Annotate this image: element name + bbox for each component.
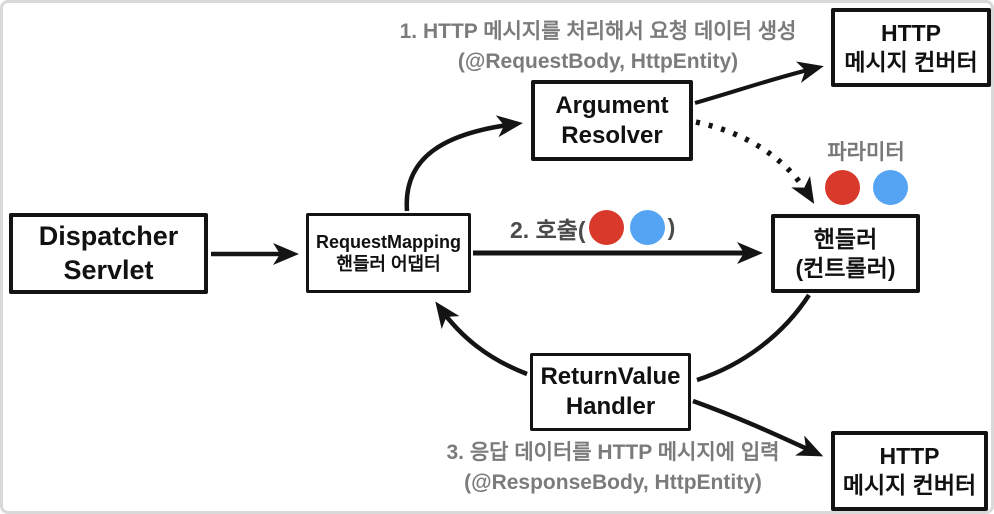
http-converter-bottom-line1: HTTP (879, 443, 940, 470)
blue-parameter-dot-icon (629, 210, 665, 245)
step2-call-suffix: ) (667, 214, 676, 240)
argument-resolver-line1: Argument (555, 91, 669, 119)
handler-box: 핸들러 (컨트롤러) (771, 214, 920, 293)
step2-call-prefix: 2. 호출( (510, 216, 586, 243)
http-converter-top-line2: 메시지 컨버터 (844, 48, 978, 75)
parameter-label: 파라미터 (827, 141, 905, 164)
dispatcher-servlet-line1: Dispatcher (38, 220, 179, 251)
request-mapping-adapter-line1: RequestMapping (315, 231, 461, 252)
handler-line2: (컨트롤러) (795, 254, 896, 281)
http-converter-top-line1: HTTP (880, 19, 942, 46)
http-converter-bottom-box: HTTP 메시지 컨버터 (831, 431, 988, 511)
return-value-handler-box: ReturnValue Handler (530, 353, 691, 431)
request-mapping-adapter-box: RequestMapping 핸들러 어댑터 (306, 213, 471, 293)
dispatcher-servlet-line2: Servlet (63, 254, 154, 285)
step3-annotation: 3. 응답 데이터를 HTTP 메시지에 입력 (@ResponseBody, … (408, 438, 818, 498)
arrow-return-value-handler-to-http-converter-bottom (692, 398, 824, 457)
arrow-argument-resolver-to-handler-dotted (695, 119, 815, 204)
http-converter-bottom-line2: 메시지 컨버터 (842, 472, 977, 498)
step1-annotation: 1. HTTP 메시지를 처리해서 요청 데이터 생성 (@RequestBod… (393, 17, 803, 77)
arrow-adapter-to-argument-resolver (404, 115, 523, 212)
step1-line1: 1. HTTP 메시지를 처리해서 요청 데이터 생성 (399, 20, 797, 43)
step3-line2: (@ResponseBody, HttpEntity) (464, 471, 762, 494)
arrow-handler-to-return-value-handler (696, 293, 811, 383)
arrow-return-value-handler-to-adapter (435, 301, 528, 377)
step3-line1: 3. 응답 데이터를 HTTP 메시지에 입력 (446, 441, 780, 464)
return-value-handler-line1: ReturnValue (540, 363, 681, 390)
step1-line2: (@RequestBody, HttpEntity) (457, 50, 739, 73)
request-mapping-adapter-line2: 핸들러 어댑터 (336, 254, 441, 274)
handler-line1: 핸들러 (813, 225, 878, 252)
arrows-layer (211, 61, 824, 457)
parameter-dots (825, 170, 908, 205)
return-value-handler-line2: Handler (565, 393, 656, 420)
argument-resolver-box: Argument Resolver (531, 80, 693, 161)
http-converter-top-box: HTTP 메시지 컨버터 (831, 8, 991, 87)
red-parameter-dot-icon (825, 170, 860, 205)
dispatcher-servlet-box: Dispatcher Servlet (9, 213, 208, 294)
arrow-argument-resolver-to-http-converter-top (694, 61, 824, 105)
argument-resolver-line2: Resolver (561, 121, 663, 149)
step2-annotation: 2. 호출( ) (510, 210, 675, 245)
red-parameter-dot-icon (588, 210, 624, 245)
blue-parameter-dot-icon (873, 170, 908, 205)
